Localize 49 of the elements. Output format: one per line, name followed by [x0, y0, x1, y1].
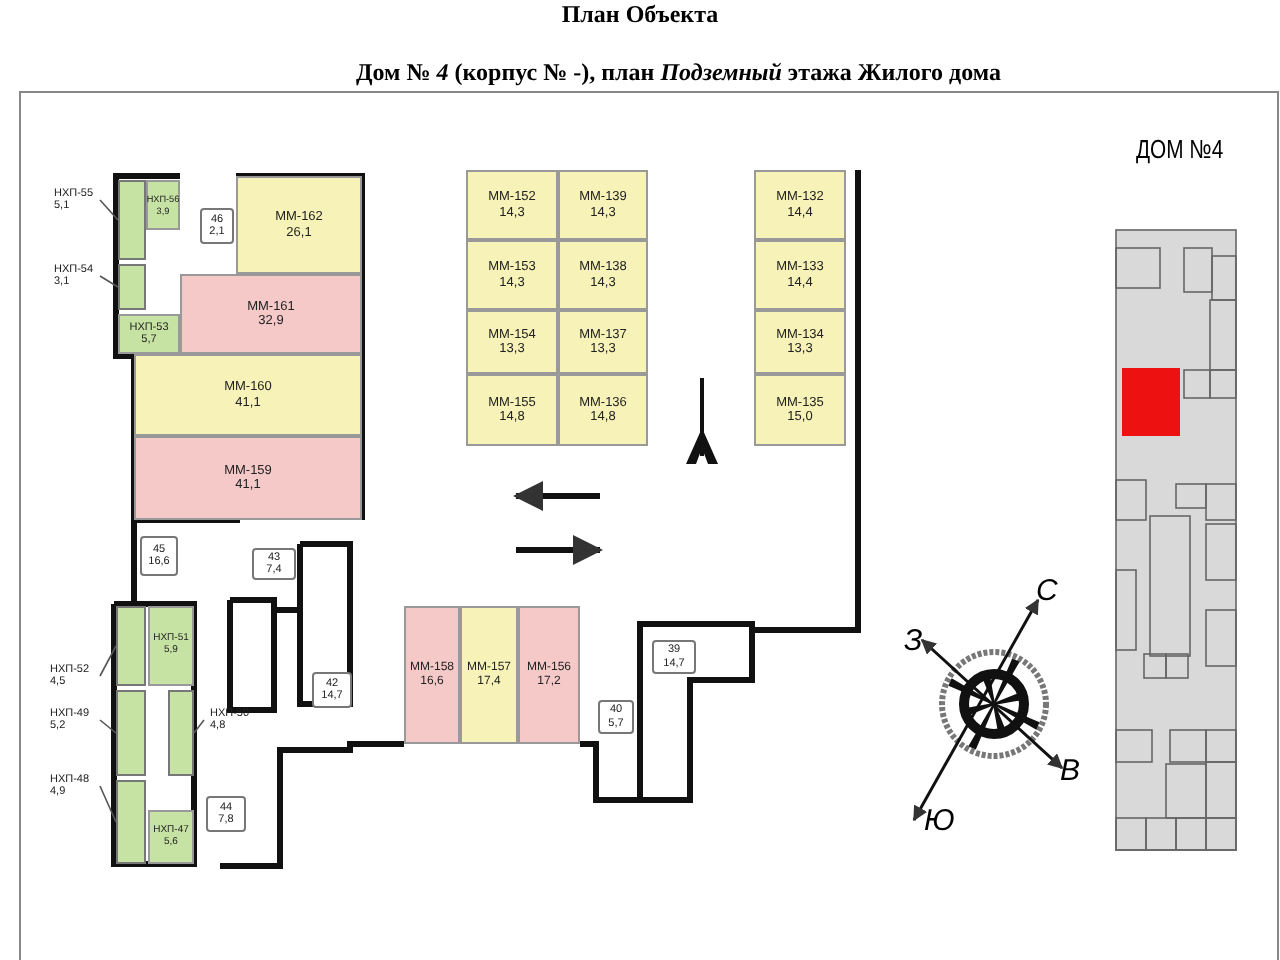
- storage-room: [116, 780, 146, 864]
- leader-line: [99, 785, 117, 823]
- room: [236, 176, 362, 274]
- leader-line: [99, 199, 119, 221]
- storage-room: [168, 690, 194, 776]
- room: [180, 274, 362, 354]
- room: [558, 374, 648, 446]
- building-label: ДОМ №4: [1136, 134, 1224, 164]
- room-tag: [206, 796, 246, 832]
- room-tag: [200, 208, 234, 244]
- room: [146, 180, 180, 230]
- room: [134, 436, 362, 520]
- leader-line: [99, 645, 117, 677]
- subtitle: Дом № 4 (корпус № -), план Подземный этажа Жилого дома: [356, 58, 1001, 88]
- compass-direction: С: [1036, 574, 1058, 608]
- leader-line: [99, 275, 119, 288]
- storage-room: [118, 180, 146, 260]
- room-tag: [598, 700, 634, 734]
- room-tag: [312, 672, 352, 708]
- room: [558, 310, 648, 374]
- room-tag: [652, 640, 696, 674]
- room: [754, 240, 846, 310]
- storage-room: [118, 264, 146, 310]
- room: [466, 240, 558, 310]
- room: [148, 606, 194, 686]
- room: [754, 374, 846, 446]
- room: [466, 374, 558, 446]
- room: [134, 354, 362, 436]
- room: [404, 606, 460, 744]
- storage-room: [116, 690, 146, 776]
- room-tag: [140, 536, 178, 576]
- room: [558, 240, 648, 310]
- title: План Объекта: [559, 0, 721, 30]
- room: [754, 310, 846, 374]
- compass-direction: Ю: [924, 804, 955, 838]
- room: [118, 314, 180, 354]
- leader-line: [99, 719, 117, 734]
- compass-direction: В: [1060, 754, 1081, 788]
- room: [558, 170, 648, 240]
- room: [466, 170, 558, 240]
- room: [518, 606, 580, 744]
- room-tag: [252, 548, 296, 580]
- leader-line: [193, 719, 205, 734]
- storage-room: [116, 606, 146, 686]
- room: [460, 606, 518, 744]
- room: [466, 310, 558, 374]
- room: [754, 170, 846, 240]
- room: [148, 810, 194, 864]
- compass-direction: З: [904, 624, 923, 658]
